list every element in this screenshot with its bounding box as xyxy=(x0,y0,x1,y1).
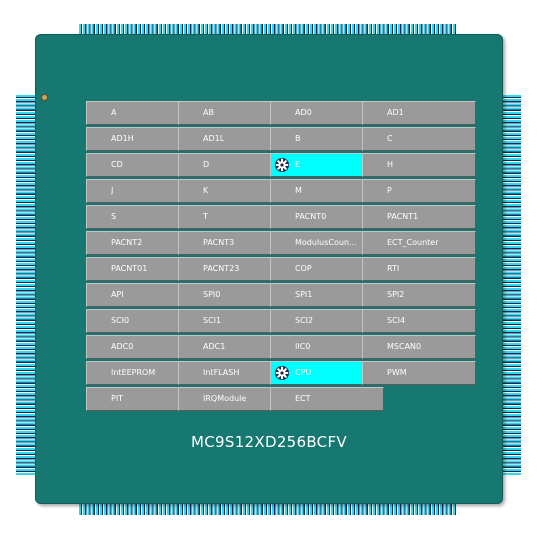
module-label: IRQModule xyxy=(203,394,247,403)
module-rti[interactable]: RTI xyxy=(362,257,476,281)
module-label: ModulusCoun... xyxy=(295,238,357,247)
gear-icon xyxy=(274,365,290,381)
module-sci4[interactable]: SCI4 xyxy=(362,309,476,333)
chip-part-number: MC9S12XD256BCFV xyxy=(191,433,347,451)
module-label: T xyxy=(203,212,208,221)
module-h[interactable]: H xyxy=(362,153,476,177)
module-label: IIC0 xyxy=(295,342,311,351)
module-label: H xyxy=(387,160,394,169)
module-label: PACNT2 xyxy=(111,238,143,247)
module-label: PWM xyxy=(387,368,407,377)
module-label: S xyxy=(111,212,117,221)
module-spi2[interactable]: SPI2 xyxy=(362,283,476,307)
pins-right xyxy=(501,95,521,475)
module-label: PACNT1 xyxy=(387,212,419,221)
module-label: B xyxy=(295,134,301,143)
module-label: PACNT01 xyxy=(111,264,148,273)
module-label: MSCAN0 xyxy=(387,342,422,351)
pin1-marker xyxy=(41,94,48,101)
module-ect[interactable]: ECT xyxy=(270,387,384,411)
module-label: ECT_Counter xyxy=(387,238,439,247)
module-label: SPI0 xyxy=(203,290,221,299)
module-label: SPI2 xyxy=(387,290,405,299)
module-ect-counter[interactable]: ECT_Counter xyxy=(362,231,476,255)
module-label: K xyxy=(203,186,209,195)
module-ad1[interactable]: AD1 xyxy=(362,101,476,125)
module-label: D xyxy=(203,160,210,169)
pins-top xyxy=(79,24,456,36)
module-label: RTI xyxy=(387,264,400,273)
module-label: CD xyxy=(111,160,123,169)
module-c[interactable]: C xyxy=(362,127,476,151)
module-p[interactable]: P xyxy=(362,179,476,203)
module-label: J xyxy=(111,186,114,195)
module-label: SCI0 xyxy=(111,316,130,325)
module-label: E xyxy=(295,160,301,169)
module-label: PACNT3 xyxy=(203,238,235,247)
module-pacnt1[interactable]: PACNT1 xyxy=(362,205,476,229)
module-label: SCI1 xyxy=(203,316,222,325)
module-label: A xyxy=(111,108,117,117)
module-label: IntEEPROM xyxy=(111,368,156,377)
module-label: SPI1 xyxy=(295,290,313,299)
module-label: AD1L xyxy=(203,134,225,143)
module-label: PIT xyxy=(111,394,124,403)
module-label: AD1 xyxy=(387,108,404,117)
pins-bottom xyxy=(79,503,456,515)
module-label: P xyxy=(387,186,392,195)
module-label: ADC0 xyxy=(111,342,134,351)
module-label: AB xyxy=(203,108,214,117)
module-label: ECT xyxy=(295,394,311,403)
module-label: M xyxy=(295,186,302,195)
module-mscan0[interactable]: MSCAN0 xyxy=(362,335,476,359)
module-label: IntFLASH xyxy=(203,368,240,377)
module-label: AD1H xyxy=(111,134,134,143)
module-label: PACNT0 xyxy=(295,212,327,221)
module-label: API xyxy=(111,290,124,299)
gear-icon xyxy=(274,157,290,173)
module-label: SCI2 xyxy=(295,316,314,325)
module-pwm[interactable]: PWM xyxy=(362,361,476,385)
module-label: C xyxy=(387,134,393,143)
module-label: ADC1 xyxy=(203,342,226,351)
module-label: COP xyxy=(295,264,312,273)
module-label: CPU xyxy=(295,368,312,377)
module-label: AD0 xyxy=(295,108,312,117)
module-label: PACNT23 xyxy=(203,264,240,273)
pins-left xyxy=(16,95,36,475)
module-label: SCI4 xyxy=(387,316,406,325)
